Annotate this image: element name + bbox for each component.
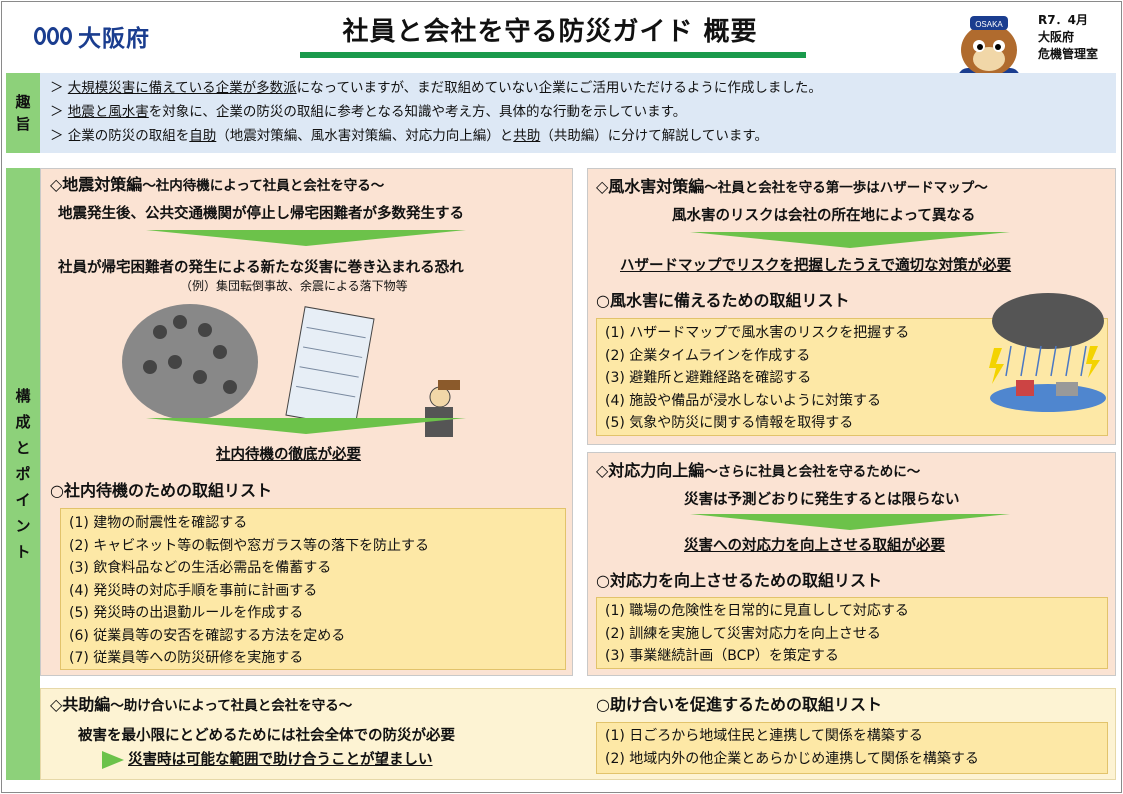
- arrow-down-icon: [690, 232, 1010, 248]
- flood-line-1: 風水害のリスクは会社の所在地によって異なる: [672, 208, 976, 224]
- evacuation-crowd-illustration: [122, 304, 460, 437]
- list-item: (2) 訓練を実施して災害対応力を向上させる: [605, 625, 881, 642]
- summary-line-2: ＞ 地震と風水害を対象に、企業の防災の取組に参考となる知識や考え方、具体的な行動…: [50, 104, 687, 120]
- flood-heading: ◇風水害対策編～社員と会社を守る第一歩はハザードマップ～: [596, 177, 988, 196]
- osaka-emblem-icon: [34, 27, 72, 45]
- logo-text: 大阪府: [78, 26, 150, 52]
- page-title: 社員と会社を守る防災ガイド 概要: [342, 17, 758, 47]
- arrow-down-icon: [146, 418, 466, 434]
- osaka-logo: 大阪府: [34, 16, 150, 56]
- date-text: R7．4月: [1038, 13, 1088, 27]
- flood-list-title: ○風水害に備えるための取組リスト: [596, 291, 850, 310]
- flood-conclusion: ハザードマップでリスクを把握したうえで適切な対策が必要: [620, 258, 1012, 274]
- summary-label: 趣旨: [6, 73, 40, 153]
- mutual-list-box: (1) 日ごろから地域住民と連携して関係を構築する (2) 地域内外の他企業とあ…: [596, 722, 1108, 774]
- list-item: (6) 従業員等の安否を確認する方法を定める: [69, 627, 346, 644]
- structure-points-label: 構 成 と ポ イ ン ト: [6, 168, 40, 780]
- storm-cloud-illustration: [989, 293, 1106, 412]
- list-item: (2) 企業タイムラインを作成する: [605, 347, 811, 364]
- summary-box: [40, 73, 1116, 153]
- earthquake-line-1: 地震発生後、公共交通機関が停止し帰宅困難者が多数発生する: [58, 206, 464, 222]
- mutual-heading: ◇共助編～助け合いによって社員と会社を守る～: [50, 695, 353, 714]
- response-list-title: ○対応力を向上させるための取組リスト: [596, 571, 882, 590]
- list-item: (1) ハザードマップで風水害のリスクを把握する: [605, 325, 910, 341]
- mutual-line-1: 被害を最小限にとどめるためには社会全体での防災が必要: [78, 728, 455, 744]
- list-item: (4) 施設や備品が浸水しないように対策する: [605, 392, 882, 409]
- earthquake-heading: ◇地震対策編～社内待機によって社員と会社を守る～: [50, 175, 385, 194]
- org-name: 大阪府: [1038, 30, 1075, 44]
- list-item: (5) 発災時の出退勤ルールを作成する: [69, 605, 304, 621]
- title-underline: [300, 52, 806, 58]
- list-item: (3) 飲食料品などの生活必需品を備蓄する: [69, 560, 332, 576]
- arrow-right-icon: [102, 751, 124, 769]
- flood-list-box: (1) ハザードマップで風水害のリスクを把握する (2) 企業タイムラインを作成…: [596, 318, 1108, 436]
- earthquake-line-2: 社員が帰宅困難者の発生による新たな災害に巻き込まれる恐れ: [58, 260, 464, 276]
- list-item: (3) 事業継続計画（BCP）を策定する: [605, 648, 839, 664]
- earthquake-list-box: (1) 建物の耐震性を確認する (2) キャビネット等の転倒や窓ガラス等の落下を…: [60, 508, 566, 670]
- list-item: (1) 職場の危険性を日常的に見直しして対応する: [605, 603, 909, 619]
- mascot-cap-text: OSAKA: [975, 20, 1003, 29]
- org-dept: 危機管理室: [1038, 47, 1099, 61]
- response-conclusion: 災害への対応力を向上させる取組が必要: [684, 538, 945, 554]
- list-item: (4) 発災時の対応手順を事前に計画する: [69, 582, 318, 599]
- list-item: (7) 従業員等への防災研修を実施する: [69, 650, 304, 666]
- mutual-conclusion: 災害時は可能な範囲で助け合うことが望ましい: [128, 752, 433, 768]
- response-line-1: 災害は予測どおりに発生するとは限らない: [684, 492, 960, 508]
- response-heading: ◇対応力向上編～さらに社員と会社を守るために～: [596, 461, 921, 480]
- list-item: (1) 日ごろから地域住民と連携して関係を構築する: [605, 728, 923, 744]
- summary-line-1: ＞ 大規模災害に備えている企業が多数派になっていますが、まだ取組めていない企業に…: [50, 80, 822, 96]
- list-item: (2) 地域内外の他企業とあらかじめ連携して関係を構築する: [605, 750, 979, 767]
- earthquake-conclusion: 社内待機の徹底が必要: [216, 447, 361, 463]
- earthquake-list-title: ○社内待機のための取組リスト: [50, 481, 272, 500]
- list-item: (3) 避難所と避難経路を確認する: [605, 370, 812, 386]
- list-item: (1) 建物の耐震性を確認する: [69, 515, 248, 531]
- response-list-box: (1) 職場の危険性を日常的に見直しして対応する (2) 訓練を実施して災害対応…: [596, 597, 1108, 669]
- list-item: (5) 気象や防災に関する情報を取得する: [605, 415, 854, 431]
- summary-line-3: ＞ 企業の防災の取組を自助（地震対策編、風水害対策編、対応力向上編）と共助（共助…: [50, 128, 769, 144]
- earthquake-example: （例）集団転倒事故、余震による落下物等: [180, 279, 408, 293]
- arrow-down-icon: [690, 514, 1010, 530]
- mutual-list-title: ○助け合いを促進するための取組リスト: [596, 695, 882, 714]
- arrow-down-icon: [146, 230, 466, 246]
- list-item: (2) キャビネット等の転倒や窓ガラス等の落下を防止する: [69, 537, 429, 554]
- date-block: R7．4月 大阪府 危機管理室: [1038, 12, 1098, 63]
